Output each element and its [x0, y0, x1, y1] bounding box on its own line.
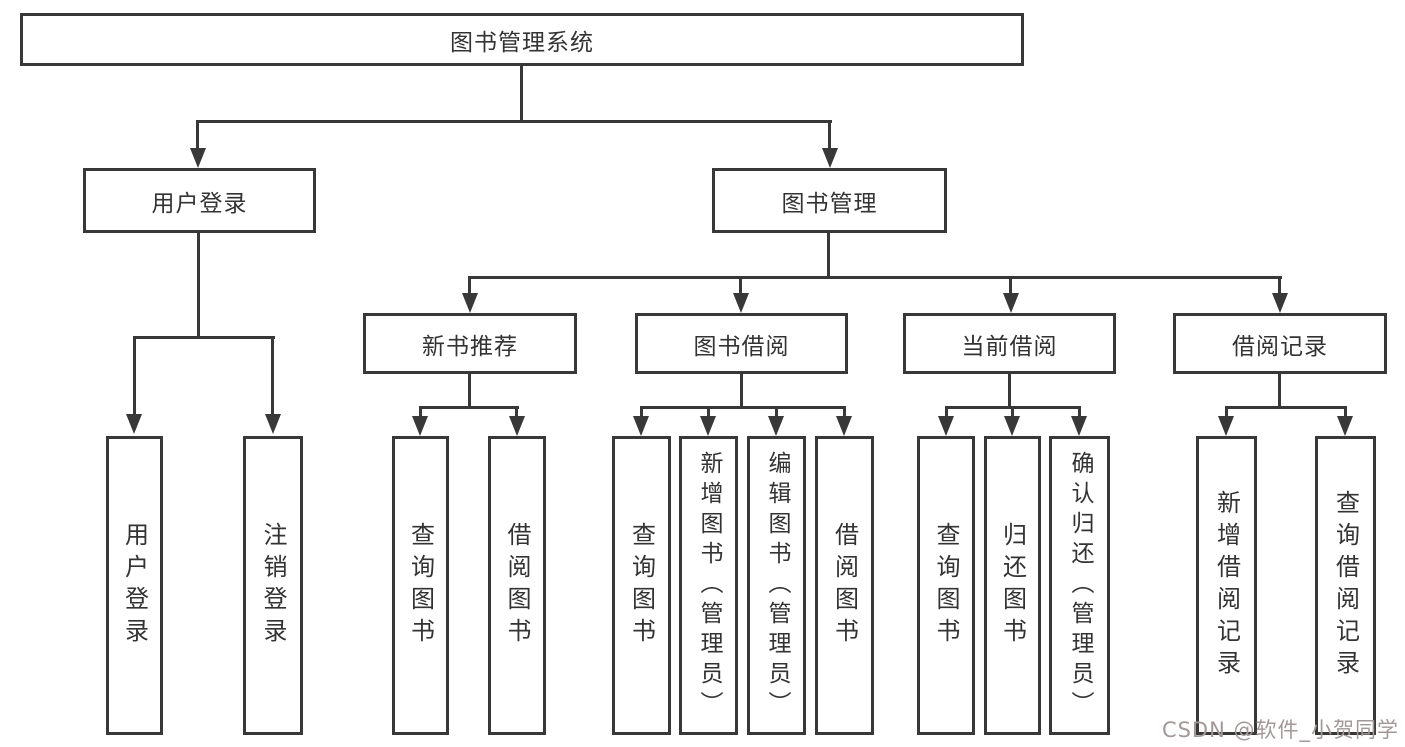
- edge-current-stem-3: [1078, 406, 1081, 418]
- edge-records-stem-1: [1225, 406, 1228, 418]
- arrow-down-icon: [1004, 416, 1020, 436]
- node-label: 查询图书: [627, 521, 656, 650]
- arrow-down-icon: [1071, 416, 1087, 436]
- edge-root-trunk: [520, 66, 523, 123]
- edge-borrowing-trunk: [740, 374, 743, 409]
- node-label: 图书管理系统: [450, 29, 594, 56]
- edge-book-mgmt-trunk: [827, 233, 830, 279]
- edge-new-book-stem-1: [419, 406, 422, 418]
- arrow-down-icon: [509, 416, 525, 436]
- node-label: 编辑图书（管理员）: [764, 450, 790, 721]
- node-label: 用户登录: [151, 190, 248, 217]
- edge-book-mgmt-stem-4: [1278, 276, 1281, 295]
- node-label: 确认归还（管理员）: [1067, 450, 1093, 721]
- node-book-management: 图书管理: [712, 168, 947, 233]
- arrow-down-icon: [700, 416, 716, 436]
- node-current-borrowing: 当前借阅: [903, 313, 1116, 374]
- node-label: 用户登录: [120, 521, 149, 650]
- node-label: 当前借阅: [961, 333, 1058, 360]
- edge-records-branch: [1225, 406, 1347, 409]
- node-borrowing-records: 借阅记录: [1173, 313, 1387, 374]
- node-cb-return-books: 归还图书: [984, 436, 1041, 735]
- edge-book-mgmt-branch: [468, 276, 1282, 279]
- node-logout-action: 注销登录: [243, 436, 303, 735]
- edge-book-mgmt-stem-1: [468, 276, 471, 295]
- edge-records-stem-2: [1344, 406, 1347, 418]
- node-label: 查询图书: [932, 521, 960, 650]
- watermark: CSDN @软件_小贺同学: [1161, 718, 1399, 742]
- edge-current-trunk: [1008, 374, 1011, 409]
- edge-new-book-trunk: [468, 374, 471, 409]
- edge-borrowing-stem-4: [843, 406, 846, 418]
- edge-user-login-right-stem: [271, 336, 274, 416]
- node-new-book-recommend: 新书推荐: [363, 313, 577, 374]
- arrow-down-icon: [822, 148, 838, 168]
- node-cb-query-books: 查询图书: [917, 436, 975, 735]
- arrow-down-icon: [1003, 293, 1019, 313]
- node-br-query-record: 查询借阅记录: [1315, 436, 1376, 735]
- edge-current-stem-2: [1011, 406, 1014, 418]
- edge-records-trunk: [1278, 374, 1281, 409]
- edge-new-book-stem-2: [515, 406, 518, 418]
- edge-borrowing-branch: [640, 406, 846, 409]
- edge-user-login-left-stem: [133, 336, 136, 416]
- edge-current-stem-1: [945, 406, 948, 418]
- arrow-down-icon: [1272, 293, 1288, 313]
- edge-user-login-branch: [133, 336, 275, 339]
- node-label: 新增借阅记录: [1212, 489, 1241, 682]
- arrow-down-icon: [836, 416, 852, 436]
- node-bb-edit-books-admin: 编辑图书（管理员）: [747, 436, 806, 735]
- arrow-down-icon: [1337, 416, 1353, 436]
- node-bb-add-books-admin: 新增图书（管理员）: [679, 436, 738, 735]
- node-library-management-system: 图书管理系统: [20, 13, 1024, 66]
- node-cb-confirm-return-admin: 确认归还（管理员）: [1049, 436, 1110, 735]
- node-bb-query-books: 查询图书: [612, 436, 671, 735]
- arrow-down-icon: [768, 416, 784, 436]
- edge-borrowing-stem-2: [707, 406, 710, 418]
- arrow-down-icon: [265, 414, 281, 434]
- node-label: 图书管理: [781, 190, 878, 217]
- node-nb-query-books: 查询图书: [392, 436, 449, 735]
- node-bb-borrow-books: 借阅图书: [815, 436, 874, 735]
- edge-book-mgmt-stem-2: [739, 276, 742, 295]
- edge-root-branch: [196, 120, 832, 123]
- arrow-down-icon: [412, 416, 428, 436]
- edge-new-book-branch: [419, 406, 519, 409]
- node-label: 查询借阅记录: [1331, 489, 1360, 682]
- node-book-borrowing: 图书借阅: [635, 313, 848, 374]
- node-label: 注销登录: [259, 521, 287, 650]
- node-label: 新书推荐: [422, 333, 518, 360]
- edge-book-mgmt-stem-3: [1009, 276, 1012, 295]
- node-user-login: 用户登录: [83, 168, 316, 233]
- edge-root-right-stem: [828, 120, 831, 150]
- node-user-login-action: 用户登录: [106, 436, 163, 735]
- node-label: 新增图书（管理员）: [696, 450, 722, 721]
- arrow-down-icon: [126, 414, 142, 434]
- node-label: 借阅图书: [830, 521, 859, 650]
- arrow-down-icon: [190, 148, 206, 168]
- node-label: 图书借阅: [693, 333, 790, 360]
- arrow-down-icon: [938, 416, 954, 436]
- edge-borrowing-stem-1: [640, 406, 643, 418]
- edge-user-login-trunk: [197, 233, 200, 339]
- node-label: 借阅记录: [1232, 333, 1328, 360]
- arrow-down-icon: [633, 416, 649, 436]
- node-label: 查询图书: [406, 521, 435, 650]
- node-br-add-record: 新增借阅记录: [1196, 436, 1257, 735]
- edge-root-left-stem: [196, 120, 199, 150]
- node-label: 借阅图书: [503, 521, 531, 650]
- arrow-down-icon: [462, 293, 478, 313]
- arrow-down-icon: [733, 293, 749, 313]
- node-label: 归还图书: [998, 521, 1027, 650]
- node-nb-borrow-books: 借阅图书: [488, 436, 546, 735]
- edge-borrowing-stem-3: [775, 406, 778, 418]
- arrow-down-icon: [1218, 416, 1234, 436]
